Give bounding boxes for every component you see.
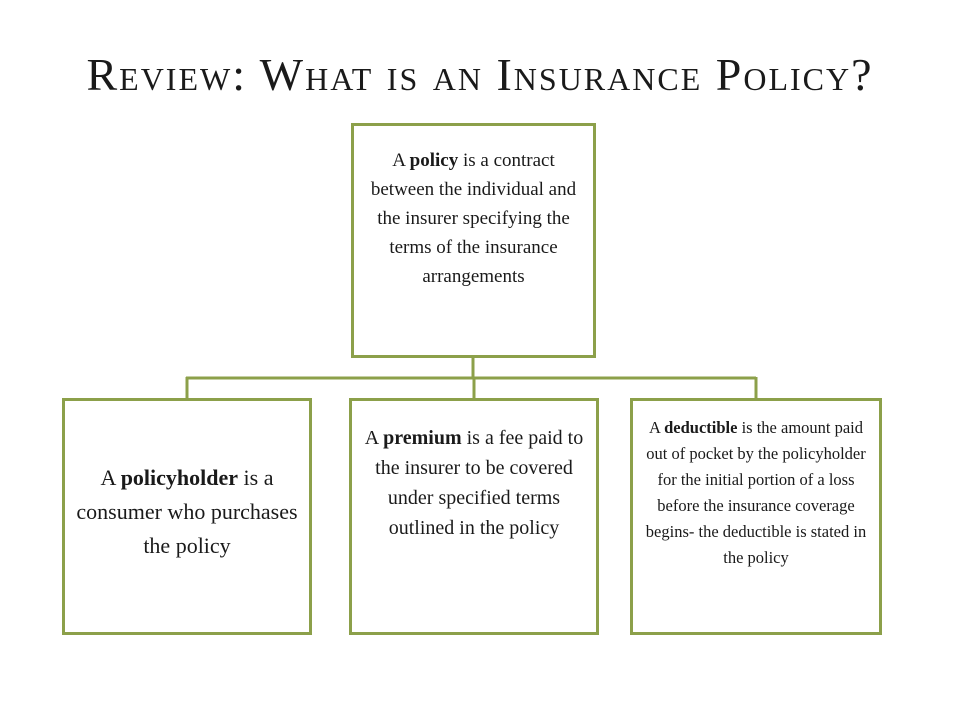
policy-definition-text: A policy is a contract between the indiv… [370, 150, 577, 287]
deductible-definition-box: A deductible is the amount paid out of p… [630, 398, 882, 635]
term-deductible: deductible [664, 418, 738, 437]
premium-definition-text: A premium is a fee paid to the insurer t… [364, 427, 584, 539]
slide-title: Review: What is an Insurance Policy? [86, 49, 874, 100]
premium-definition-box: A premium is a fee paid to the insurer t… [349, 398, 599, 635]
term-premium: premium [383, 427, 462, 449]
term-policyholder: policyholder [120, 464, 239, 490]
policyholder-definition-box: A policyholder is a consumer who purchas… [62, 398, 312, 635]
deductible-definition-text: A deductible is the amount paid out of p… [645, 418, 867, 567]
term-policy: policy [409, 150, 459, 171]
policyholder-definition-text: A policyholder is a consumer who purchas… [76, 464, 298, 558]
policy-definition-box: A policy is a contract between the indiv… [351, 123, 596, 358]
